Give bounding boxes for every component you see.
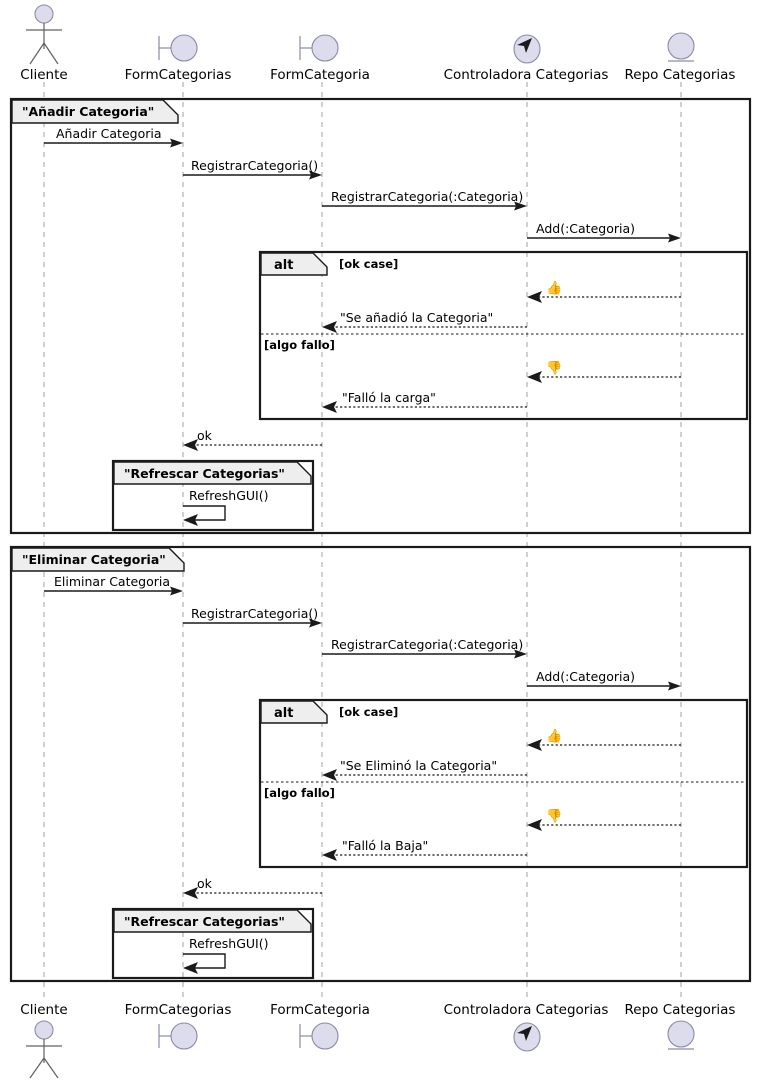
stick-figure-icon xyxy=(26,4,62,65)
alt-frame xyxy=(258,250,749,421)
participant-header-controladora[interactable]: Controladora Categorias xyxy=(444,34,609,83)
alt-label: alt xyxy=(274,706,293,721)
alt-tab xyxy=(260,700,328,724)
boundary-icon xyxy=(299,34,339,62)
message-ok[interactable]: ok xyxy=(183,876,322,899)
group-label: "Eliminar Categoria" xyxy=(22,552,166,567)
alt-label: alt xyxy=(274,258,293,273)
nested-group-tab xyxy=(113,909,312,933)
group-frame xyxy=(9,545,752,983)
control-icon xyxy=(513,34,541,64)
participant-footer-formcategorias[interactable]: FormCategorias xyxy=(125,1002,232,1050)
nested-group-label: "Refrescar Categorias" xyxy=(124,914,285,929)
message-refreshgui-self[interactable]: RefreshGUI() xyxy=(183,488,268,526)
entity-icon xyxy=(667,32,695,62)
nested-group-refrescar-categorias[interactable]: "Refrescar Categorias" RefreshGUI() xyxy=(111,459,315,532)
message-fail-return[interactable]: 👎 xyxy=(527,808,681,831)
message-label: "Se añadió la Categoria" xyxy=(340,310,493,325)
alt-frame xyxy=(258,698,749,869)
nested-group-label: "Refrescar Categorias" xyxy=(124,466,285,481)
participant-header-formcategorias[interactable]: FormCategorias xyxy=(125,34,232,83)
message-registrarcategoria[interactable]: RegistrarCategoria() xyxy=(183,158,322,180)
boundary-icon xyxy=(158,1022,198,1050)
message-label: Añadir Categoria xyxy=(56,126,162,141)
alt-guard-ok: [ok case] xyxy=(339,705,398,719)
participant-footer-repo[interactable]: Repo Categorias xyxy=(625,1002,736,1050)
message-ok[interactable]: ok xyxy=(183,428,322,451)
group-tab xyxy=(11,99,179,124)
message-label: Add(:Categoria) xyxy=(536,669,635,684)
lifelines xyxy=(43,82,682,1000)
message-registrarcategoria[interactable]: RegistrarCategoria() xyxy=(183,606,322,628)
message-label: ok xyxy=(197,876,213,891)
group-frame xyxy=(9,97,752,535)
message-fallo-la-baja[interactable]: "Falló la Baja" xyxy=(322,838,527,861)
message-label: ok xyxy=(197,428,213,443)
participant-footer-formcategoria[interactable]: FormCategoria xyxy=(270,1002,370,1050)
participant-label-formcategorias: FormCategorias xyxy=(125,67,232,83)
message-ok-return[interactable]: 👍 xyxy=(527,728,681,751)
message-label: RefreshGUI() xyxy=(189,936,268,951)
alt-tab xyxy=(260,252,328,276)
entity-icon xyxy=(667,1020,695,1050)
message-registrarcategoria-categoria[interactable]: RegistrarCategoria(:Categoria) xyxy=(322,189,527,211)
group-label: "Añadir Categoria" xyxy=(22,104,154,119)
nested-group-frame xyxy=(111,459,315,532)
message-label: "Falló la Baja" xyxy=(342,838,428,853)
alt-fragment[interactable]: alt [ok case] 👍 "Se añadió la Categoria"… xyxy=(258,250,749,421)
nested-group-refrescar-categorias[interactable]: "Refrescar Categorias" RefreshGUI() xyxy=(111,907,315,980)
participant-label-formcategoria: FormCategoria xyxy=(270,67,370,83)
message-label: RegistrarCategoria() xyxy=(191,606,318,621)
participant-label-formcategoria: FormCategoria xyxy=(270,1002,370,1018)
message-se-elimino-la-categoria[interactable]: "Se Eliminó la Categoria" xyxy=(322,758,527,781)
boundary-icon xyxy=(158,34,198,62)
participant-label-repo: Repo Categorias xyxy=(625,1002,736,1018)
message-registrarcategoria-categoria[interactable]: RegistrarCategoria(:Categoria) xyxy=(322,637,527,659)
nested-group-tab xyxy=(113,461,312,485)
message-fallo-la-carga[interactable]: "Falló la carga" xyxy=(322,390,527,413)
alt-guard-ok: [ok case] xyxy=(339,257,398,271)
participant-label-controladora: Controladora Categorias xyxy=(444,67,609,83)
participant-label-formcategorias: FormCategorias xyxy=(125,1002,232,1018)
group-anadir-categoria[interactable]: "Añadir Categoria" Añadir Categoria Regi… xyxy=(9,97,752,535)
participant-label-repo: Repo Categorias xyxy=(625,67,736,83)
participant-header-formcategoria[interactable]: FormCategoria xyxy=(270,34,370,83)
message-refreshgui-self[interactable]: RefreshGUI() xyxy=(183,936,268,974)
message-label: "Falló la carga" xyxy=(342,390,436,405)
message-label: Add(:Categoria) xyxy=(536,221,635,236)
thumbs-up-icon: 👍 xyxy=(546,728,562,744)
control-icon xyxy=(513,1022,541,1052)
participant-header-cliente[interactable]: Cliente xyxy=(20,4,68,83)
message-add-categoria[interactable]: Add(:Categoria) xyxy=(527,669,681,691)
participant-footer-controladora[interactable]: Controladora Categorias xyxy=(444,1002,609,1052)
thumbs-down-icon: 👎 xyxy=(546,360,562,376)
message-ok-return[interactable]: 👍 xyxy=(527,280,681,303)
message-label: Eliminar Categoria xyxy=(54,574,170,589)
nested-group-frame xyxy=(111,907,315,980)
message-se-anadio-la-categoria[interactable]: "Se añadió la Categoria" xyxy=(322,310,527,333)
participant-label-controladora: Controladora Categorias xyxy=(444,1002,609,1018)
message-label: RegistrarCategoria() xyxy=(191,158,318,173)
thumbs-up-icon: 👍 xyxy=(546,280,562,296)
alt-fragment[interactable]: alt [ok case] 👍 "Se Eliminó la Categoria… xyxy=(258,698,749,869)
message-label: RefreshGUI() xyxy=(189,488,268,503)
group-eliminar-categoria[interactable]: "Eliminar Categoria" Eliminar Categoria … xyxy=(9,545,752,983)
group-tab xyxy=(11,547,185,572)
participant-header-repo[interactable]: Repo Categorias xyxy=(625,32,736,83)
boundary-icon xyxy=(299,1022,339,1050)
participant-footer-cliente[interactable]: Cliente xyxy=(20,1002,68,1079)
participant-label-cliente: Cliente xyxy=(20,1002,67,1018)
message-label: RegistrarCategoria(:Categoria) xyxy=(331,637,523,652)
message-label: RegistrarCategoria(:Categoria) xyxy=(331,189,523,204)
stick-figure-icon xyxy=(26,1020,62,1079)
message-anadir-categoria[interactable]: Añadir Categoria xyxy=(44,126,183,148)
thumbs-down-icon: 👎 xyxy=(546,808,562,824)
participant-label-cliente: Cliente xyxy=(20,67,67,83)
message-label: "Se Eliminó la Categoria" xyxy=(340,758,497,773)
alt-guard-fail: [algo fallo] xyxy=(264,786,335,800)
message-fail-return[interactable]: 👎 xyxy=(527,360,681,383)
message-eliminar-categoria[interactable]: Eliminar Categoria xyxy=(44,574,183,596)
message-add-categoria[interactable]: Add(:Categoria) xyxy=(527,221,681,243)
alt-guard-fail: [algo fallo] xyxy=(264,338,335,352)
